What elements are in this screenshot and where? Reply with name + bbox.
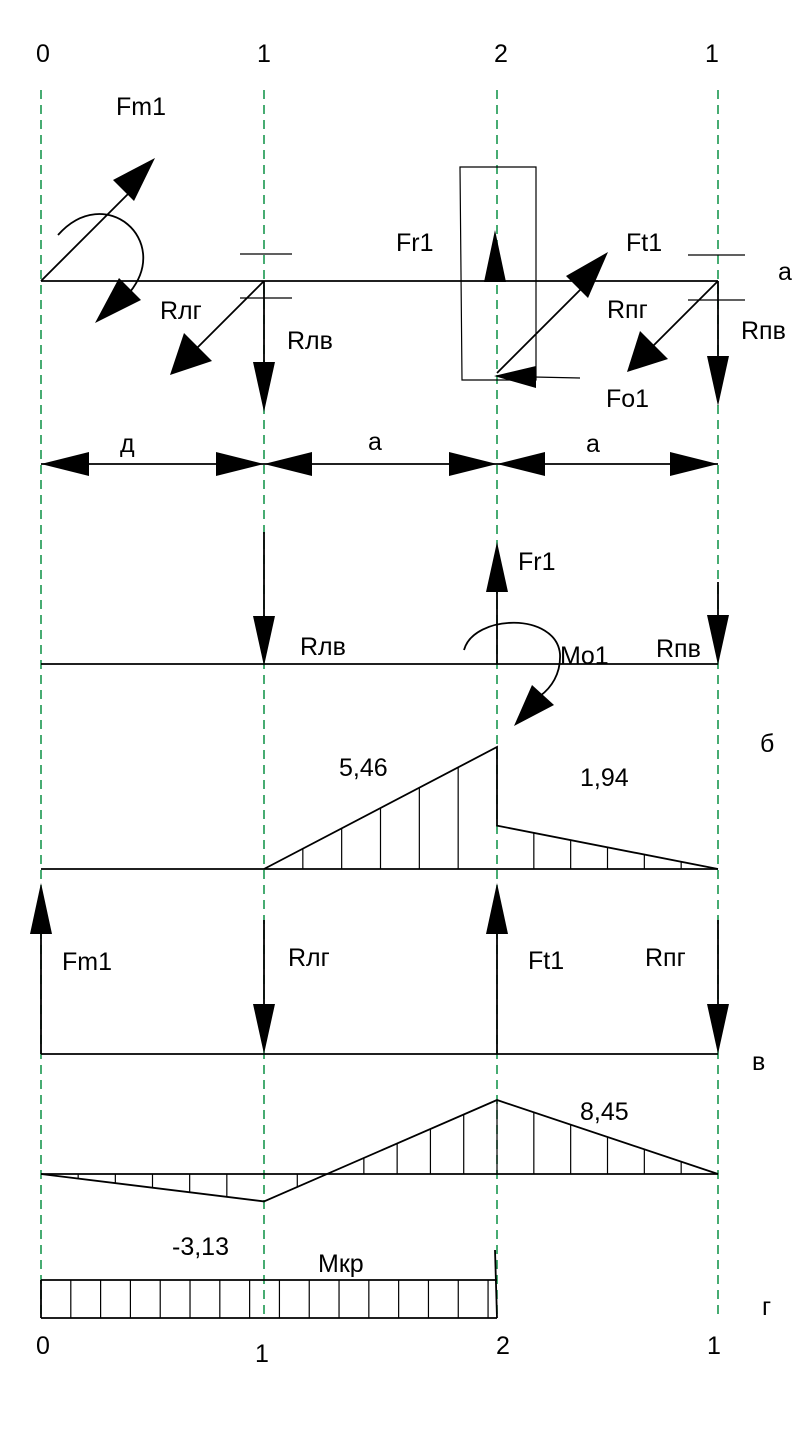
- view-a-loads: Fm1 Fr1 Ft1 Rлг Rлв Rпг Rпв Fo1 а: [40, 93, 792, 413]
- r-pv-arrowhead: [707, 356, 729, 406]
- torque-hatch: [70, 1280, 489, 1318]
- fo1-force-shaft: [533, 376, 581, 379]
- r-pv-vertical-label: Rпв: [656, 635, 701, 663]
- dim-a1-label: а: [368, 428, 382, 456]
- ft1-force-shaft: [496, 281, 589, 374]
- section-number-top-0: 0: [36, 40, 50, 68]
- moment-b-outline: [263, 745, 719, 870]
- view-label-v: в: [752, 1048, 765, 1076]
- r-pg-force-shaft: [647, 280, 719, 352]
- dim-a1-arrow-left: [264, 452, 312, 476]
- section-number-top-2: 2: [494, 40, 508, 68]
- fm1-force-shaft: [40, 185, 137, 282]
- dim-d-arrow-left: [41, 452, 89, 476]
- dim-a2-arrow-left: [497, 452, 545, 476]
- section-number-bottom-1: 1: [255, 1340, 269, 1368]
- view-b-moment-diagram: 5,46 1,94 б: [41, 730, 774, 870]
- section-numbers-top: 0 1 2 1: [36, 40, 719, 68]
- torque-drop-line: [494, 1249, 498, 1319]
- fo1-label: Fo1: [606, 385, 649, 413]
- mo1-moment-arc: [463, 621, 561, 697]
- r-lg-arrowhead: [170, 333, 212, 375]
- fo1-arrowhead: [494, 366, 536, 388]
- moment-b-right-label: 1,94: [580, 764, 629, 792]
- r-pg-arrowhead: [627, 331, 668, 372]
- moment-v-max-label: 8,45: [580, 1098, 629, 1126]
- r-lv-vertical-label: Rлв: [300, 633, 346, 661]
- section-guides: [40, 90, 719, 1318]
- fr1-label: Fr1: [396, 229, 434, 257]
- torque-arc-left-arrowhead: [95, 278, 141, 323]
- view-g-torque-diagram: Мкр г: [40, 1249, 771, 1321]
- section-number-top-3: 1: [705, 40, 719, 68]
- horizontal-moment-diagram: 8,45 -3,13: [40, 1098, 719, 1261]
- ft1-label: Ft1: [626, 229, 662, 257]
- r-lg-force-shaft: [191, 280, 265, 354]
- section-number-top-1: 1: [257, 40, 271, 68]
- r-lv-vertical-arrowhead: [253, 616, 275, 666]
- r-lv-arrowhead: [253, 362, 275, 412]
- dim-d-arrow-right: [216, 452, 264, 476]
- dimension-lines: д а а: [41, 428, 718, 476]
- ft1-horizontal-arrowhead: [486, 883, 508, 934]
- section-number-bottom-3: 1: [707, 1332, 721, 1360]
- view-v-horizontal-loads: Fm1 Rлг Ft1 Rпг в: [30, 883, 765, 1076]
- r-pv-vertical-arrowhead: [707, 615, 729, 665]
- fm1-label: Fm1: [116, 93, 166, 121]
- section-number-bottom-2: 2: [496, 1332, 510, 1360]
- dim-a2-label: а: [586, 430, 600, 458]
- r-lv-label: Rлв: [287, 327, 333, 355]
- section-number-bottom-0: 0: [36, 1332, 50, 1360]
- fr1-vertical-label: Fr1: [518, 548, 556, 576]
- r-pg-horizontal-arrowhead: [707, 1004, 729, 1054]
- r-lg-horizontal-arrowhead: [253, 1004, 275, 1054]
- section-numbers-bottom: 0 1 2 1: [36, 1332, 721, 1368]
- view-label-g: г: [762, 1293, 771, 1321]
- moment-v-plot: [40, 1099, 719, 1203]
- moment-b-plot: [263, 745, 719, 870]
- ft1-arrowhead: [566, 252, 608, 298]
- mo1-arrowhead: [514, 685, 554, 726]
- torque-arc-left: [57, 213, 144, 293]
- r-pg-label: Rпг: [607, 296, 648, 324]
- dim-a1-arrow-right: [449, 452, 497, 476]
- dim-d-label: д: [120, 430, 135, 458]
- fr1-vertical-arrowhead: [486, 542, 508, 592]
- mo1-label: Mo1: [560, 642, 609, 670]
- fm1-horizontal-arrowhead: [30, 883, 52, 934]
- r-lg-horizontal-label: Rлг: [288, 944, 330, 972]
- r-lg-label: Rлг: [160, 297, 202, 325]
- fr1-arrowhead: [484, 230, 506, 282]
- view-label-b: б: [760, 730, 774, 758]
- dim-a2-arrow-right: [670, 452, 718, 476]
- r-pg-horizontal-label: Rпг: [645, 944, 686, 972]
- view-label-a: а: [778, 258, 792, 286]
- fm1-arrowhead: [113, 158, 155, 201]
- moment-v-min-label: -3,13: [172, 1233, 229, 1261]
- moment-b-left-label: 5,46: [339, 754, 388, 782]
- vertical-plane-loads: Fr1 Rлв Rпв Mo1: [41, 532, 729, 726]
- ft1-horizontal-label: Ft1: [528, 947, 564, 975]
- r-pv-label: Rпв: [741, 317, 786, 345]
- mkr-label: Мкр: [318, 1250, 364, 1278]
- fm1-horizontal-label: Fm1: [62, 948, 112, 976]
